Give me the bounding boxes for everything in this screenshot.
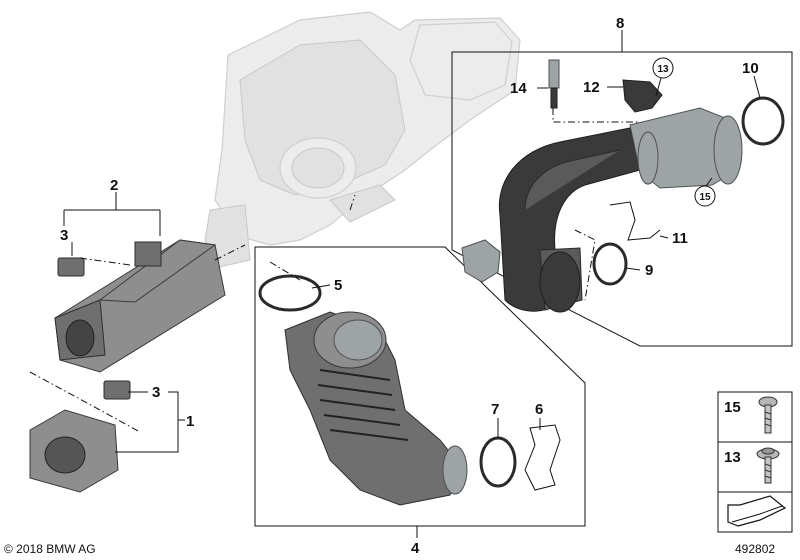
callout-10: 10 (742, 60, 759, 77)
seal-ring-part-10 (741, 96, 785, 146)
foam-pad-part-3-upper (57, 257, 85, 277)
clamp-part-5 (258, 274, 322, 312)
callout-7: 7 (491, 401, 499, 418)
seal-ring-part-7 (479, 436, 517, 488)
callout-1: 1 (186, 413, 194, 430)
intake-hose-part-8 (461, 107, 743, 313)
leader-lines (29, 30, 761, 538)
diagram-number: 492802 (735, 542, 775, 556)
callout-3-lower: 3 (152, 384, 160, 401)
legend-label-13: 13 (724, 449, 741, 466)
wire-clip-part-6 (524, 424, 561, 491)
seal-ring-part-9 (592, 242, 628, 286)
foam-pad-part-3-lower (103, 380, 131, 400)
callout-15: 15 (699, 192, 711, 203)
air-filter-housing-ghost (204, 11, 521, 269)
callout-9: 9 (645, 262, 653, 279)
group-4-frame (254, 246, 586, 527)
callout-14: 14 (510, 80, 527, 97)
legend-label-15: 15 (724, 399, 741, 416)
direction-arrow-icon (727, 495, 787, 527)
callout-2: 2 (110, 177, 118, 194)
callout-12: 12 (583, 79, 600, 96)
group-8-frame (451, 51, 793, 347)
wire-clip-part-11 (609, 201, 661, 241)
callout-6: 6 (535, 401, 543, 418)
callout-4: 4 (411, 540, 420, 557)
bellows-duct-part-4 (284, 311, 468, 506)
callout-5: 5 (334, 277, 342, 294)
callout-8: 8 (616, 15, 624, 32)
callout-13-circle (652, 57, 674, 79)
sensor-part-12 (622, 79, 663, 113)
fastener-legend: 15 13 (717, 391, 793, 533)
intake-snorkel-part-2 (54, 239, 226, 373)
screw-15-icon (758, 396, 778, 434)
callout-13: 13 (657, 64, 669, 75)
sensor-part-14 (548, 59, 560, 109)
screw-13-icon (756, 447, 780, 484)
callout-11: 11 (672, 230, 688, 247)
copyright-text: © 2018 BMW AG (4, 542, 96, 556)
callout-15-circle (694, 185, 716, 207)
air-inlet-part-1 (29, 409, 119, 493)
callout-3-upper: 3 (60, 227, 68, 244)
